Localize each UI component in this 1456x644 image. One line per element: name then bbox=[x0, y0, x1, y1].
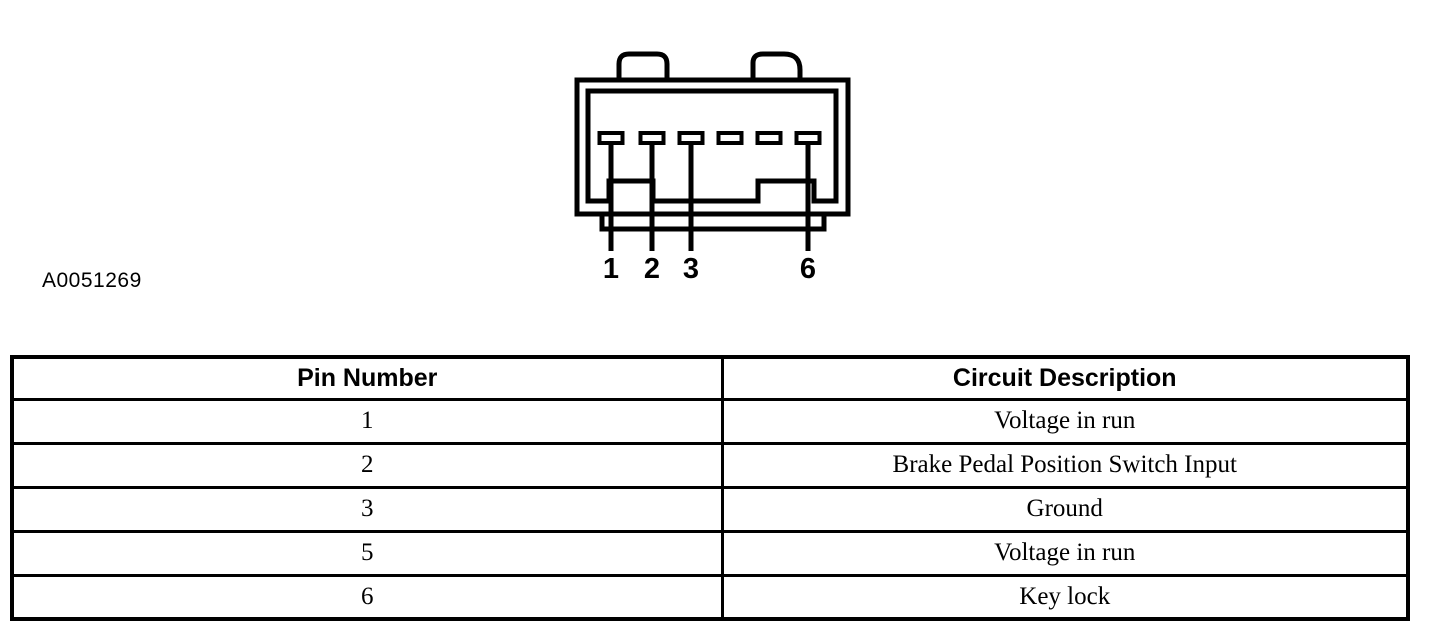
table-row: 3 Ground bbox=[10, 485, 1410, 533]
table-row: 2 Brake Pedal Position Switch Input bbox=[10, 441, 1410, 489]
pin5-terminal bbox=[755, 131, 783, 145]
pin-number-cell: 2 bbox=[10, 441, 724, 489]
pin-number-cell: 1 bbox=[10, 397, 724, 445]
connector-bottom-tab bbox=[599, 214, 827, 232]
circuit-description-cell: Voltage in run bbox=[720, 397, 1410, 445]
pin2-terminal bbox=[638, 131, 666, 145]
table-header-row: Pin Number Circuit Description bbox=[10, 355, 1410, 401]
circuit-description-cell: Key lock bbox=[720, 573, 1410, 621]
pin-callout-label-1: 1 bbox=[603, 253, 619, 285]
pin-number-header: Pin Number bbox=[10, 355, 724, 401]
pin6-terminal bbox=[794, 131, 822, 145]
pin-number-cell: 6 bbox=[10, 573, 724, 621]
circuit-description-cell: Ground bbox=[720, 485, 1410, 533]
connector-inner-cavity bbox=[585, 88, 839, 204]
pin-callout-label-6: 6 bbox=[800, 253, 816, 285]
connector-diagram: 1 2 3 6 bbox=[574, 51, 851, 285]
table-row: 6 Key lock bbox=[10, 573, 1410, 621]
pin4-terminal bbox=[716, 131, 744, 145]
figure-id-label: A0051269 bbox=[42, 269, 142, 292]
pin-callout-label-3: 3 bbox=[683, 253, 699, 285]
pin-number-cell: 5 bbox=[10, 529, 724, 577]
table-row: 5 Voltage in run bbox=[10, 529, 1410, 577]
connector-tab-right-icon bbox=[750, 51, 803, 81]
pin1-terminal bbox=[597, 131, 625, 145]
pin3-terminal bbox=[677, 131, 705, 145]
connector-outer-housing bbox=[574, 77, 851, 217]
circuit-description-header: Circuit Description bbox=[720, 355, 1410, 401]
circuit-description-cell: Brake Pedal Position Switch Input bbox=[720, 441, 1410, 489]
pin-number-cell: 3 bbox=[10, 485, 724, 533]
pin-callout-label-2: 2 bbox=[644, 253, 660, 285]
circuit-description-cell: Voltage in run bbox=[720, 529, 1410, 577]
connector-tab-left-icon bbox=[616, 51, 670, 81]
pinout-table: Pin Number Circuit Description 1 Voltage… bbox=[10, 355, 1410, 621]
table-row: 1 Voltage in run bbox=[10, 397, 1410, 445]
